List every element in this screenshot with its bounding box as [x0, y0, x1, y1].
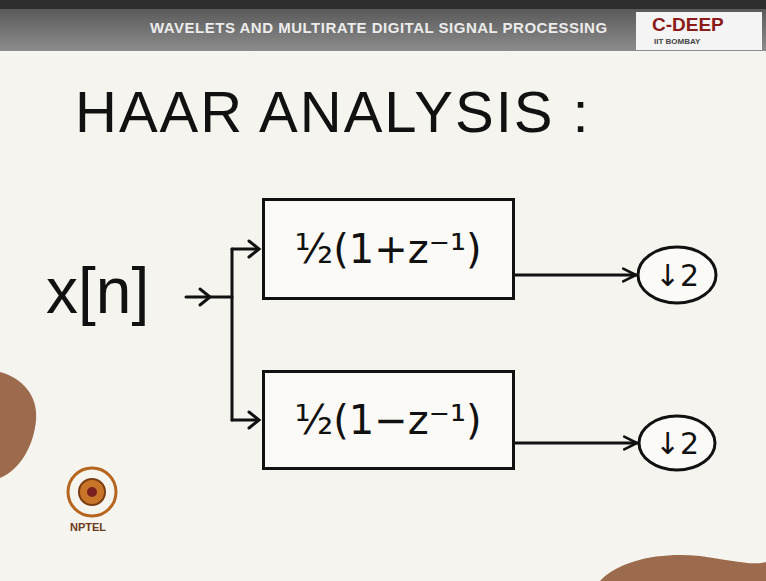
logo-ring [68, 468, 116, 516]
nptel-logo [68, 468, 116, 516]
arrowhead [200, 289, 210, 305]
node-text: ½(1−z⁻¹) [294, 398, 481, 442]
branch-wire [232, 248, 258, 251]
logo-box [636, 12, 762, 50]
logo-core [79, 479, 105, 505]
top-edge [0, 0, 766, 9]
hand [0, 372, 36, 478]
logo-text: NPTEL [70, 521, 106, 533]
arrowhead [249, 412, 259, 428]
branch-wire [232, 419, 258, 422]
node-text: ½(1+z⁻¹) [294, 227, 481, 271]
filter-box: ½(1−z⁻¹) [262, 370, 515, 470]
course-title: WAVELETS AND MULTIRATE DIGITAL SIGNAL PR… [150, 20, 608, 37]
downsampler-circle: ↓2 [637, 414, 717, 472]
hand [600, 555, 766, 581]
slide-title: HAAR ANALYSIS : [75, 80, 591, 144]
logo-text: C-DEEP [652, 15, 724, 36]
signal-arrow [515, 274, 637, 277]
node-text: ↓2 [655, 259, 699, 292]
circle-outline [639, 416, 715, 470]
downsampler-circle: ↓2 [636, 245, 718, 305]
filter-box: ½(1+z⁻¹) [262, 198, 515, 300]
circle-outline [638, 247, 716, 303]
arrowhead [249, 241, 259, 257]
logo-subtext: IIT BOMBAY [654, 38, 700, 47]
signal-name: x[n] [46, 256, 149, 326]
branch-wire [231, 249, 234, 420]
header-band [0, 9, 766, 51]
signal-arrow [515, 442, 638, 445]
node-text: ↓2 [655, 427, 699, 460]
logo-dot [87, 487, 97, 497]
